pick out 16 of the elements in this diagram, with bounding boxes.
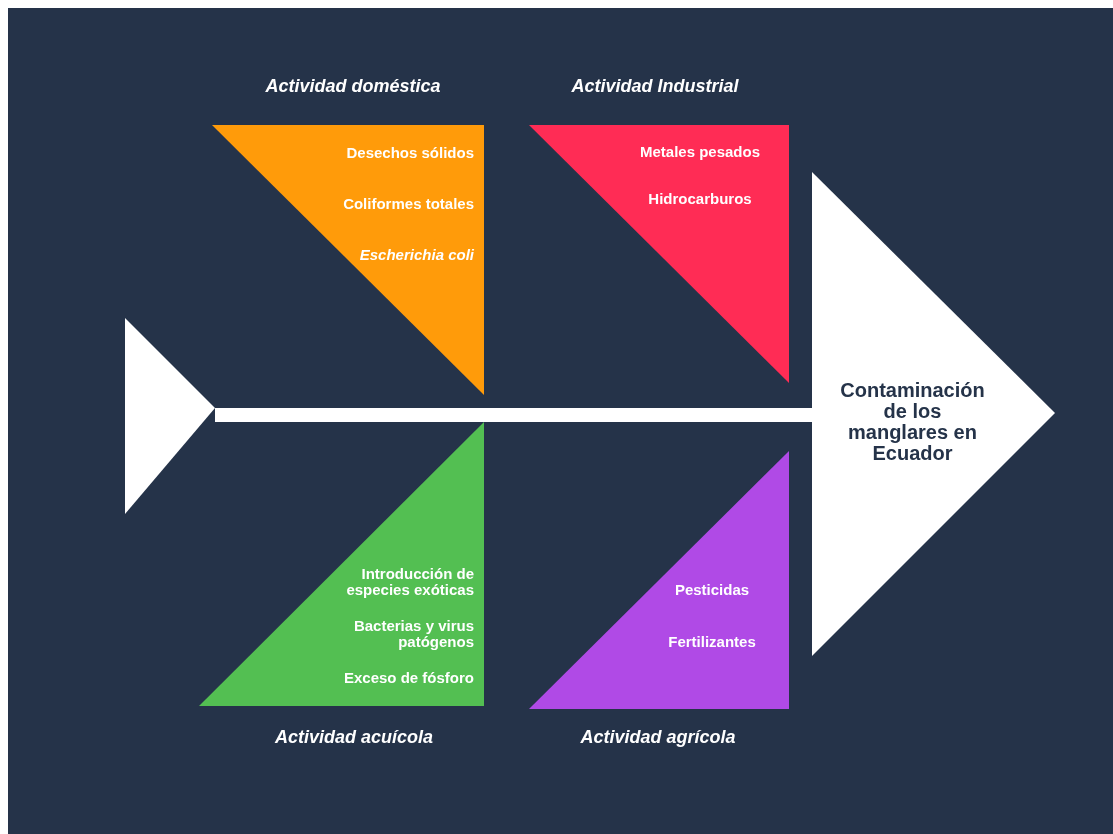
cause-label: Exceso de fósforo <box>342 670 474 686</box>
cause-label: Introducción de especies exóticas <box>345 566 474 598</box>
cause-label: Bacterias y virus patógenos <box>352 618 474 650</box>
cause-label: Hidrocarburos <box>647 191 753 207</box>
category-heading: Actividad acuícola <box>273 727 435 747</box>
category-heading: Actividad agrícola <box>579 727 737 747</box>
cause-label: Coliformes totales <box>342 196 474 212</box>
category-heading: Actividad Industrial <box>570 76 740 96</box>
cause-label: Escherichia coli <box>358 247 474 263</box>
cause-label: Fertilizantes <box>667 634 757 650</box>
effect-label: Contaminación de los manglares en Ecuador <box>839 380 986 464</box>
cause-label: Metales pesados <box>638 144 762 160</box>
category-heading: Actividad doméstica <box>264 76 442 96</box>
cause-label: Desechos sólidos <box>345 145 474 161</box>
spine-line <box>215 408 812 422</box>
cause-label: Pesticidas <box>673 582 751 598</box>
